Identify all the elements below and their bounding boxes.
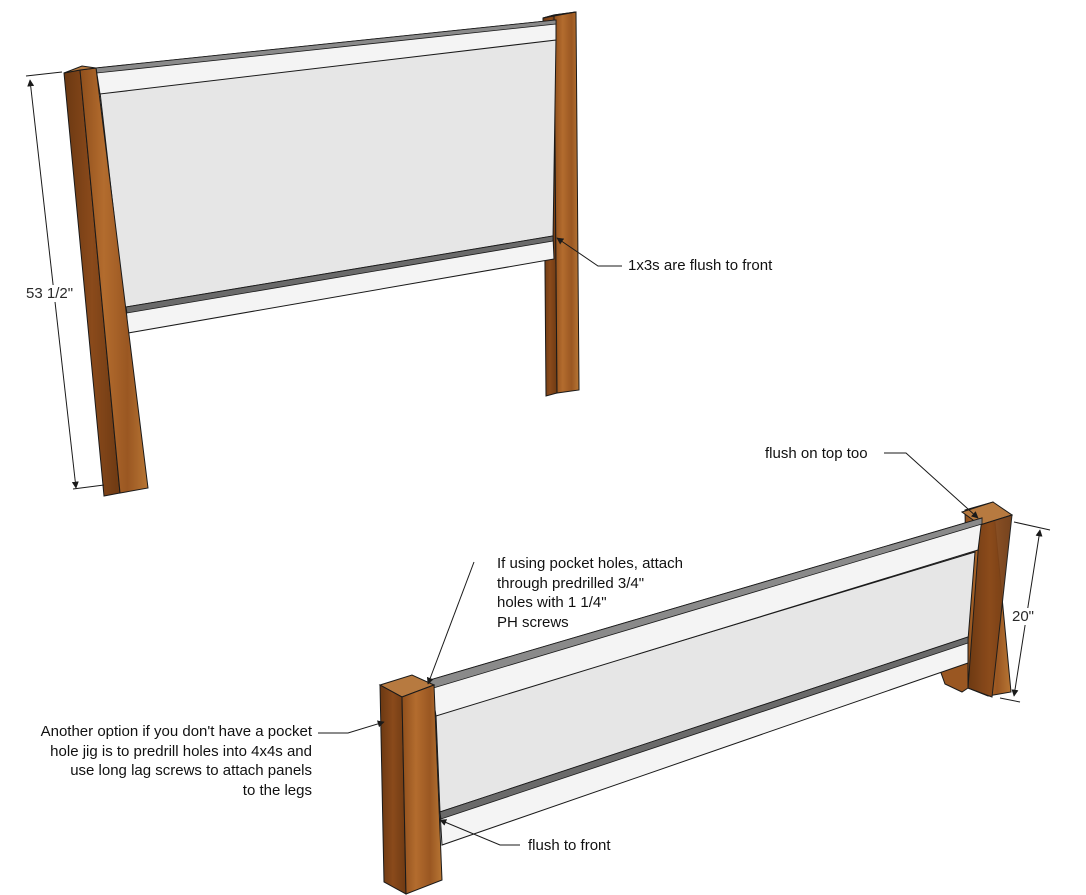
note-lag-screws-line: use long lag screws to attach panels bbox=[70, 762, 312, 779]
leader-lag-screws bbox=[318, 720, 385, 734]
note-flush-top: flush on top too bbox=[765, 445, 868, 462]
headboard-left-leg-top bbox=[63, 65, 97, 74]
note-pocket-holes: If using pocket holes, attach through pr… bbox=[497, 554, 683, 632]
leader-pocket-holes bbox=[426, 561, 475, 685]
note-pocket-holes-line: If using pocket holes, attach bbox=[497, 555, 683, 572]
footboard-bottom-rail-edge bbox=[439, 636, 969, 820]
footboard-right-leg-side bbox=[967, 514, 1013, 698]
note-pocket-holes-line: holes with 1 1/4" bbox=[497, 594, 607, 611]
headboard bbox=[63, 11, 580, 497]
note-pocket-holes-line: PH screws bbox=[497, 613, 569, 631]
headboard-right-leg bbox=[553, 11, 580, 394]
headboard-right-leg-top bbox=[542, 11, 577, 19]
leader-flush-front bbox=[439, 819, 520, 846]
note-flush-front: flush to front bbox=[528, 837, 611, 854]
headboard-height-label: 53 1/2" bbox=[25, 285, 75, 302]
note-pocket-holes-line: through predrilled 3/4" bbox=[497, 574, 645, 592]
leader-flush-top bbox=[884, 452, 979, 519]
footboard-height-label: 20" bbox=[1011, 608, 1036, 625]
note-lag-screws: Another option if you don't have a pocke… bbox=[12, 722, 312, 800]
note-lag-screws-line: to the legs bbox=[242, 781, 312, 799]
leader-flush-1x3s bbox=[556, 237, 622, 267]
leader-lines bbox=[318, 237, 979, 846]
footboard-left-leg-side bbox=[401, 684, 443, 895]
headboard-dimension bbox=[25, 71, 105, 490]
note-1x3s-flush: 1x3s are flush to front bbox=[628, 257, 773, 274]
headboard-bottom-rail-edge bbox=[125, 235, 554, 314]
note-lag-screws-line: hole jig is to predrill holes into 4x4s … bbox=[50, 742, 312, 760]
note-lag-screws-line: Another option if you don't have a pocke… bbox=[40, 723, 312, 740]
footboard bbox=[378, 501, 1014, 895]
